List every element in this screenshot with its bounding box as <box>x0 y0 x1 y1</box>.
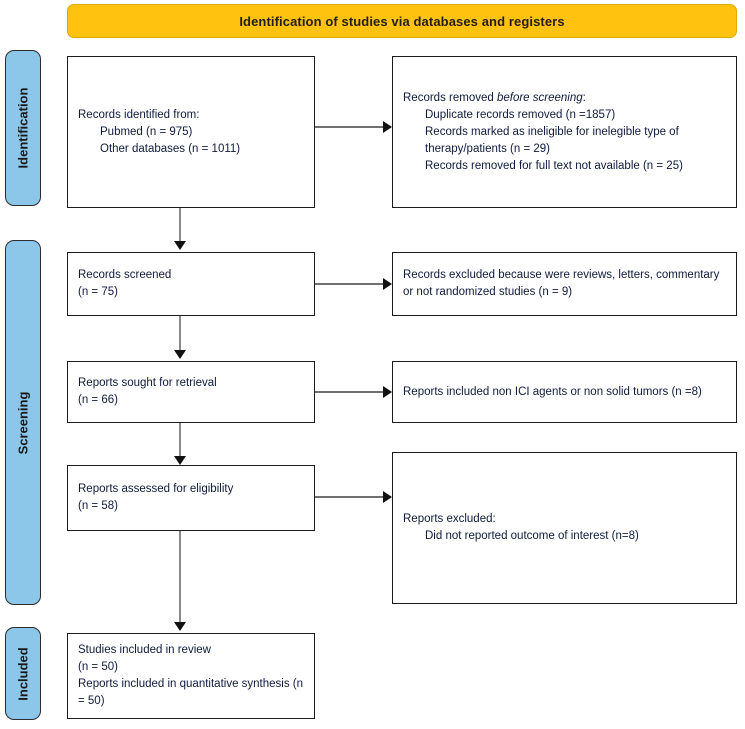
stage-label-identification: Identification <box>15 87 31 169</box>
stage-label-included: Included <box>15 646 31 701</box>
box-records-identified: Records identified from: Pubmed (n = 975… <box>67 56 315 208</box>
reports-excluded-line-1: Reports excluded: <box>403 513 496 525</box>
box-records-identified-body: Records identified from: Pubmed (n = 975… <box>68 107 314 158</box>
box-reports-sought: Reports sought for retrieval (n = 66) <box>67 361 315 423</box>
arrowhead-screened-to-sought-icon <box>174 350 186 359</box>
connector-screened-to-sought <box>179 316 181 354</box>
diagram-header-banner: Identification of studies via databases … <box>67 4 737 38</box>
arrowhead-identified-to-removed-icon <box>383 121 392 133</box>
studies-included-line-3: Reports included in quantitative synthes… <box>78 678 304 707</box>
box-reports-assessed: Reports assessed for eligibility (n = 58… <box>67 465 315 531</box>
box-records-screened-body: Records screened (n = 75) <box>68 267 314 301</box>
stage-bar-screening: Screening <box>5 240 41 605</box>
records-screened-line-2: (n = 75) <box>78 286 118 298</box>
records-identified-line-2: Pubmed (n = 975) <box>100 125 193 138</box>
box-reports-sought-body: Reports sought for retrieval (n = 66) <box>68 375 314 409</box>
box-studies-included-body: Studies included in review (n = 50) Repo… <box>68 642 314 710</box>
reports-sought-line-1: Reports sought for retrieval <box>78 377 217 389</box>
diagram-title: Identification of studies via databases … <box>239 13 565 29</box>
studies-included-line-1: Studies included in review <box>78 644 211 656</box>
connector-assessed-to-included <box>179 531 181 626</box>
stage-bar-identification: Identification <box>5 50 41 206</box>
records-removed-label-prefix: Records removed <box>403 91 497 104</box>
reports-excluded-line-2: Did not reported outcome of interest (n=… <box>425 530 639 542</box>
connector-screened-to-excluded <box>315 283 383 285</box>
records-removed-line-2: Duplicate records removed (n =1857) <box>425 108 616 121</box>
reports-not-retrieved-line-1: Reports included non ICI agents or non s… <box>403 385 702 398</box>
arrowhead-assessed-to-included-icon <box>174 622 186 631</box>
box-records-removed: Records removed before screening: Duplic… <box>392 56 737 208</box>
connector-identified-to-removed <box>315 126 383 128</box>
connector-identified-to-screened <box>179 208 181 245</box>
records-identified-line-3: Other databases (n = 1011) <box>100 142 241 155</box>
box-records-screened: Records screened (n = 75) <box>67 252 315 316</box>
records-screened-line-1: Records screened <box>78 269 172 281</box>
stage-bar-included: Included <box>5 627 41 720</box>
arrowhead-sought-to-assessed-icon <box>174 456 186 465</box>
box-reports-excluded: Reports excluded: Did not reported outco… <box>392 452 737 604</box>
arrowhead-sought-to-not-retrieved-icon <box>383 386 392 398</box>
box-records-removed-body: Records removed before screening: Duplic… <box>393 90 736 175</box>
records-removed-line-1: Records removed before screening: <box>403 90 726 107</box>
reports-sought-line-2: (n = 66) <box>78 394 118 406</box>
box-reports-excluded-body: Reports excluded: Did not reported outco… <box>393 511 736 545</box>
arrowhead-screened-to-excluded-icon <box>383 278 392 290</box>
records-removed-label-italic: before screening <box>496 91 583 104</box>
box-reports-not-retrieved-body: Reports included non ICI agents or non s… <box>393 384 736 401</box>
records-removed-line-3: Records marked as ineligible for inelegi… <box>425 125 679 155</box>
stage-label-screening: Screening <box>15 391 31 454</box>
connector-assessed-to-excluded <box>315 496 383 498</box>
studies-included-line-2: (n = 50) <box>78 661 118 673</box>
connector-sought-to-not-retrieved <box>315 391 383 393</box>
arrowhead-assessed-to-excluded-icon <box>383 491 392 503</box>
box-records-excluded: Records excluded because were reviews, l… <box>392 252 737 316</box>
box-studies-included: Studies included in review (n = 50) Repo… <box>67 633 315 719</box>
records-excluded-line-1: Records excluded because were reviews, l… <box>403 269 720 298</box>
box-reports-assessed-body: Reports assessed for eligibility (n = 58… <box>68 481 314 515</box>
records-identified-line-1: Records identified from: <box>78 108 200 121</box>
reports-assessed-line-1: Reports assessed for eligibility <box>78 483 234 495</box>
arrowhead-identified-to-screened-icon <box>174 241 186 250</box>
box-reports-not-retrieved: Reports included non ICI agents or non s… <box>392 361 737 423</box>
box-records-excluded-body: Records excluded because were reviews, l… <box>393 267 736 301</box>
records-removed-label-colon: : <box>582 91 586 104</box>
connector-sought-to-assessed <box>179 423 181 460</box>
reports-assessed-line-2: (n = 58) <box>78 500 118 512</box>
records-removed-line-4: Records removed for full text not availa… <box>425 159 683 172</box>
